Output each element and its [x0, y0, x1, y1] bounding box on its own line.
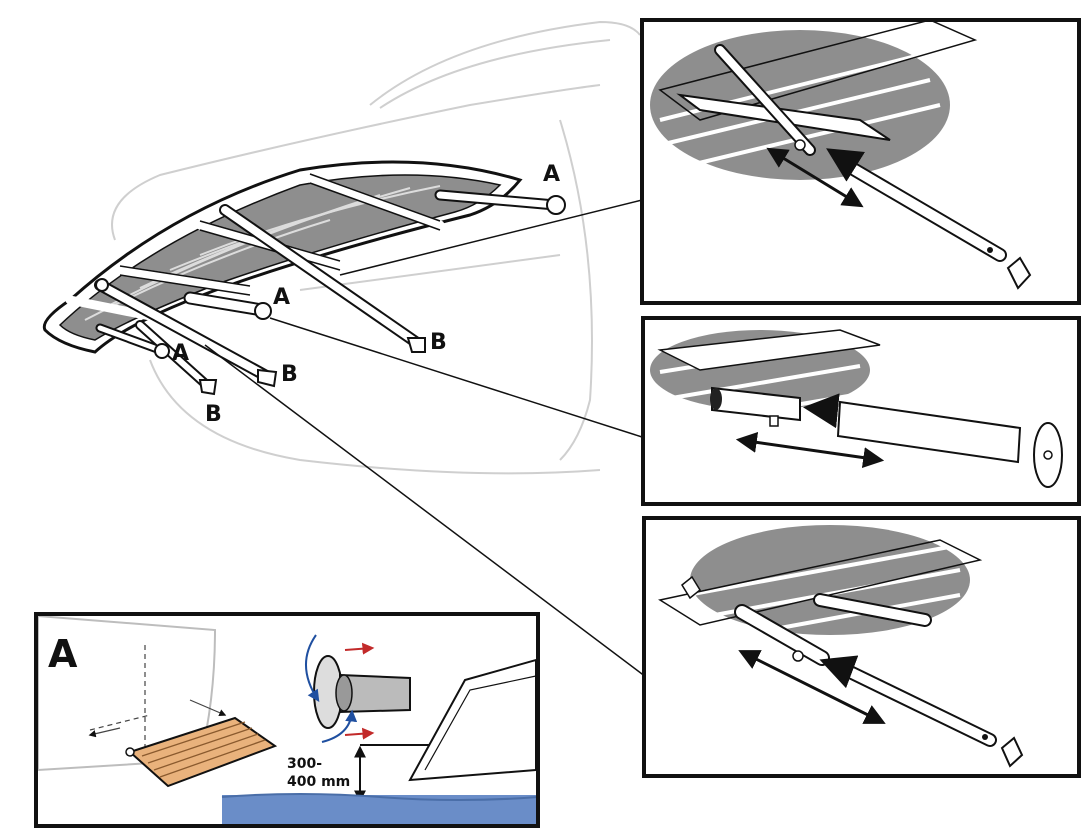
label-b-stern: B — [205, 402, 222, 427]
canopy-struts — [94, 189, 561, 393]
label-b-mid: B — [281, 362, 298, 387]
callout-leaders — [204, 199, 651, 681]
dimension-label-line1: 300- — [287, 756, 322, 772]
teak-step — [125, 716, 278, 788]
mount-fittings — [95, 195, 566, 396]
inset-a-title: A — [48, 632, 78, 676]
bimini-canopy — [42, 160, 523, 354]
label-a-stern: A — [172, 341, 189, 366]
main-labels: A A A B B B — [172, 162, 560, 427]
label-b-bow: B — [430, 330, 447, 355]
label-a-mid: A — [273, 285, 290, 310]
label-a-bow: A — [543, 162, 560, 187]
rail-mount — [305, 634, 411, 743]
dimension-label-line2: 400 mm — [287, 774, 350, 790]
